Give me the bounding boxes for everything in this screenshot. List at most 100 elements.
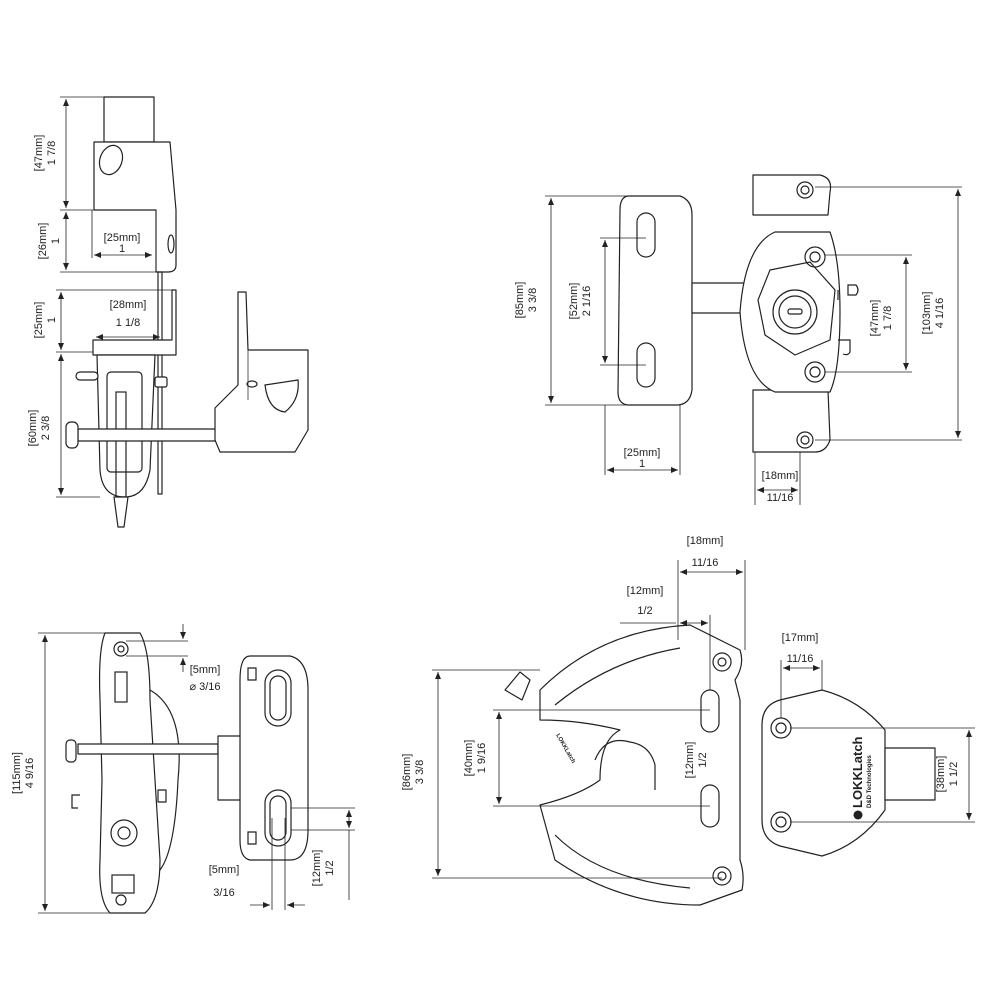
- dim-label-mm: [17mm]: [782, 632, 819, 644]
- dim-label-inch: 1: [46, 317, 58, 323]
- dim-label-mm: [86mm]: [401, 754, 413, 791]
- dim-label-inch: 1/2: [697, 752, 709, 767]
- front-view: [115mm]4 9/16 [5mm] ⌀ 3/16 [5mm] 3/16 [1…: [11, 624, 355, 914]
- dim-label-inch: 1 1/8: [116, 317, 140, 329]
- dim-40mm: [40mm]1 9/16: [463, 709, 710, 807]
- dim-label-inch: 4 1/16: [934, 298, 946, 329]
- dim-label-inch: 3 3/8: [527, 288, 539, 312]
- pin-slot: [114, 671, 128, 703]
- dim-115mm: [115mm]4 9/16: [11, 632, 120, 914]
- shaft-knob: [65, 739, 77, 763]
- keyhole-icon: [787, 308, 803, 315]
- dim-label-inch: 3/16: [213, 887, 234, 899]
- dim-47mm: [47mm]1 7/8: [825, 254, 912, 373]
- dim-60mm: [60mm]2 3/8: [27, 354, 100, 498]
- side-view: [47mm]1 7/8 [26mm]1 [25mm] 1 [28mm] 1 1/…: [27, 96, 309, 528]
- pin: [75, 371, 99, 381]
- latch-knob-top: [103, 96, 155, 143]
- dim-label-inch: 1: [119, 243, 125, 255]
- dim-85mm: [85mm]3 3/8: [514, 195, 628, 406]
- dim-label-mm: [85mm]: [514, 282, 526, 319]
- catch-slot-top: [636, 212, 656, 258]
- dim-label-mm: [5mm]: [190, 664, 221, 676]
- latch-head-hole: [98, 144, 124, 176]
- dim-label-inch: 1 1/2: [948, 762, 960, 786]
- latch-head: [93, 141, 177, 273]
- catch-plate: [239, 655, 309, 861]
- dim-label-inch: 3 3/8: [414, 760, 426, 784]
- dim-label-mm: [25mm]: [624, 447, 661, 459]
- shaft: [77, 743, 219, 755]
- dim-label-mm: [18mm]: [687, 535, 724, 547]
- dim-label-mm: [25mm]: [33, 302, 45, 339]
- dim-label-inch: 1 7/8: [46, 141, 58, 165]
- dim-12mm: [12mm]1/2: [291, 807, 355, 900]
- back-view: LOKKLatch LOKKLatch D&D Technologies [18…: [401, 535, 975, 906]
- dim-label-inch: 1: [50, 238, 62, 244]
- dim-38mm: [38mm]1 1/2: [790, 727, 975, 823]
- shaft: [77, 428, 219, 442]
- dim-label-mm: [26mm]: [37, 223, 49, 260]
- dim-label-mm: [12mm]: [627, 585, 664, 597]
- dim-label-inch: 1 9/16: [476, 743, 488, 774]
- dim-label-inch: 1 7/8: [882, 306, 894, 330]
- dim-label-mm: [25mm]: [104, 232, 141, 244]
- dim-103mm: [103mm]4 1/16: [815, 186, 962, 441]
- dim-86mm: [86mm]3 3/8: [401, 669, 722, 879]
- dim-17mm: [17mm] 11/16: [780, 632, 823, 718]
- lokklatch-logo: LOKKLatch D&D Technologies: [850, 736, 873, 820]
- dim-5mm: [5mm] 3/16: [209, 818, 305, 910]
- dim-label-mm: [115mm]: [11, 752, 23, 794]
- dim-label-mm: [28mm]: [110, 299, 147, 311]
- dim-label-mm: [18mm]: [762, 470, 799, 482]
- dim-label-inch: 1/2: [637, 605, 652, 617]
- dim-label-inch: 11/16: [692, 557, 719, 569]
- dim-label-inch: 4 9/16: [24, 758, 36, 789]
- dim-28mm: [28mm] 1 1/8: [96, 299, 160, 340]
- mount-tab-bottom: [752, 389, 831, 453]
- dim-label-inch: 2 1/16: [581, 286, 593, 317]
- dim-47mm: [47mm]1 7/8: [33, 96, 104, 211]
- lock-cylinder: [110, 819, 138, 847]
- dim-label-mm: [47mm]: [33, 135, 45, 172]
- dim-label-mm: [40mm]: [463, 740, 475, 777]
- dim-26mm: [26mm]1: [37, 212, 156, 273]
- logo-subtext: D&D Technologies: [867, 754, 873, 808]
- dim-18mm: [18mm] 11/16: [754, 452, 801, 505]
- gate-catch: [214, 291, 309, 453]
- dim-label-mm: [47mm]: [869, 300, 881, 337]
- dim-25mm-width: [25mm] 1: [91, 210, 152, 258]
- mount-tab-top: [752, 174, 832, 216]
- dim-label-mm: [12mm]: [684, 742, 696, 779]
- dim-25mm-height: [25mm]1: [33, 289, 172, 353]
- top-view: [85mm]3 3/8 [52mm]2 1/16 [25mm] 1 [18mm]…: [514, 174, 962, 505]
- dim-label-inch: 1: [639, 458, 645, 470]
- key-cylinder: [772, 289, 818, 335]
- catch-slot: [264, 789, 292, 847]
- small-logo-text: LOKKLatch: [554, 733, 576, 765]
- dim-label-inch: 2 3/8: [40, 416, 52, 440]
- latch-body: [539, 624, 744, 906]
- dim-52mm: [52mm]2 1/16: [568, 237, 646, 366]
- keeper-post: [884, 747, 936, 801]
- latch-tip: [113, 496, 129, 528]
- dim-label-mm: [52mm]: [568, 283, 580, 320]
- dim-label-mm: [38mm]: [935, 756, 947, 793]
- dim-label-mm: [60mm]: [27, 410, 39, 447]
- dim-18mm: [18mm] 11/16: [677, 535, 746, 650]
- logo-text: LOKKLatch: [850, 736, 865, 808]
- dim-label-mm: [12mm]: [311, 850, 323, 887]
- dim-label-inch: 1/2: [324, 860, 336, 875]
- pin-lever: [504, 671, 531, 701]
- lock-body: [739, 231, 841, 393]
- dim-label-inch: ⌀ 3/16: [189, 681, 220, 693]
- dim-label-mm: [5mm]: [209, 864, 240, 876]
- dim-5mm-diameter: [5mm] ⌀ 3/16: [126, 624, 221, 693]
- latch-housing: [98, 632, 161, 914]
- dim-12mm-slot: [12mm]1/2: [684, 742, 709, 779]
- latch-slot: [167, 234, 175, 254]
- dim-12mm-top: [12mm] 1/2: [620, 585, 711, 690]
- dim-label-inch: 11/16: [767, 492, 794, 504]
- catch-opening: [264, 379, 299, 413]
